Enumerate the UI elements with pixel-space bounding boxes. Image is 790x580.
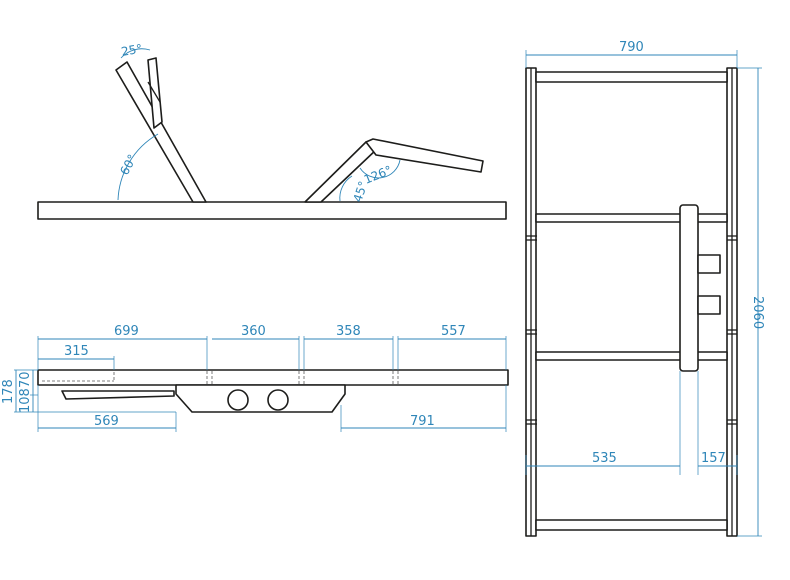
- motor-left: [227, 389, 249, 411]
- motor-block-1: [697, 254, 721, 274]
- cross-bar-2: [535, 213, 728, 223]
- flat-frame: [37, 369, 509, 386]
- dim-360: 360: [241, 324, 266, 339]
- top-view: 790 2060 535 157: [525, 40, 765, 537]
- dim-315: 315: [64, 344, 89, 359]
- leg-section: [365, 138, 484, 173]
- dim-699: 699: [114, 324, 139, 339]
- dim-157: 157: [701, 451, 726, 466]
- cross-bar-3: [535, 351, 728, 361]
- dim-358: 358: [336, 324, 361, 339]
- dim-108: 108: [18, 388, 33, 413]
- knee-angle-label: 45°: [351, 179, 371, 204]
- leg-bracket: [61, 390, 175, 400]
- back-section: [115, 61, 207, 203]
- back-angle-label: 60°: [117, 152, 139, 177]
- dim-569: 569: [94, 414, 119, 429]
- dim-557: 557: [441, 324, 466, 339]
- side-view-raised: 60° 25° 45° 126°: [37, 41, 507, 220]
- dim-535: 535: [592, 451, 617, 466]
- leg-angle-label: 126°: [362, 163, 394, 187]
- motor-unit: [679, 204, 699, 372]
- back-top-angle-label: 25°: [120, 41, 143, 58]
- motor-housing: [175, 384, 346, 413]
- motor-block-2: [697, 295, 721, 315]
- dim-178: 178: [1, 379, 16, 404]
- base-frame: [37, 201, 507, 220]
- cross-bar-4: [535, 519, 728, 531]
- dim-791: 791: [410, 414, 435, 429]
- dim-70: 70: [18, 371, 33, 388]
- side-view-flat: 699 360 358 557 315 178 108 70 569 791: [1, 324, 509, 432]
- cross-bar-1: [535, 71, 728, 83]
- dim-2060: 2060: [750, 296, 765, 329]
- dim-790: 790: [619, 40, 644, 55]
- motor-right: [267, 389, 289, 411]
